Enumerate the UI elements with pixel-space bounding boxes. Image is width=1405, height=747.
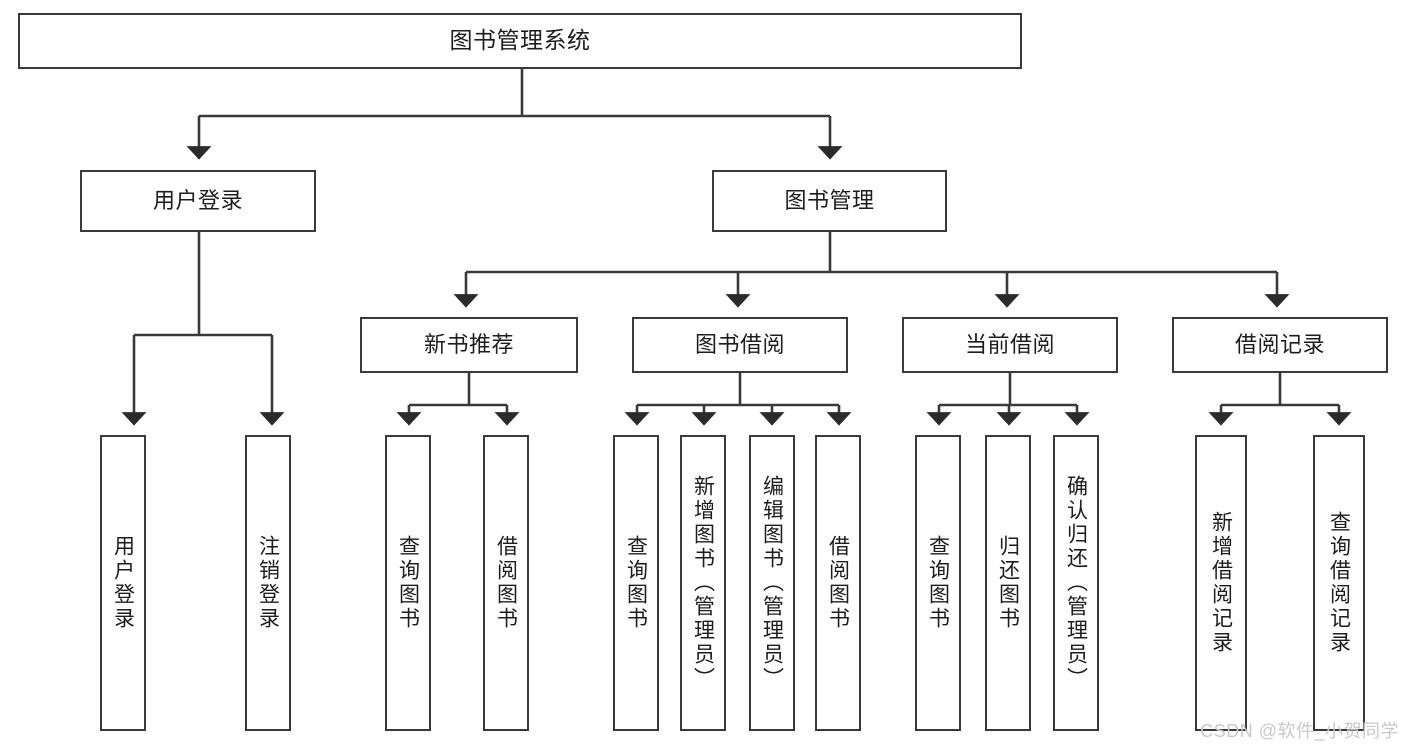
node-user-logout[interactable]: 注销登录	[245, 435, 291, 731]
node-label: 借阅记录	[1234, 332, 1325, 358]
node-label: 编辑图书（管理员）	[760, 475, 784, 691]
node-new-book-rec[interactable]: 新书推荐	[360, 317, 578, 373]
node-label: 借阅图书	[826, 535, 850, 631]
node-label: 借阅图书	[494, 535, 518, 631]
node-borrow-record[interactable]: 借阅记录	[1172, 317, 1388, 373]
node-label: 图书管理	[784, 188, 875, 214]
node-book-manage[interactable]: 图书管理	[712, 170, 947, 232]
node-root[interactable]: 图书管理系统	[18, 13, 1022, 69]
node-label: 确认归还（管理员）	[1064, 475, 1088, 691]
node-label: 图书管理系统	[449, 27, 591, 54]
node-label: 用户登录	[152, 188, 243, 214]
node-br-add-record[interactable]: 新增借阅记录	[1195, 435, 1247, 731]
node-label: 查询图书	[396, 535, 420, 631]
node-rec-borrow-book[interactable]: 借阅图书	[483, 435, 529, 731]
node-bb-borrow-book[interactable]: 借阅图书	[815, 435, 861, 731]
node-current-borrow[interactable]: 当前借阅	[902, 317, 1118, 373]
node-label: 新增借阅记录	[1209, 511, 1233, 655]
node-label: 当前借阅	[964, 332, 1055, 358]
node-label: 查询借阅记录	[1327, 511, 1351, 655]
node-bb-add-book[interactable]: 新增图书（管理员）	[680, 435, 726, 731]
node-label: 图书借阅	[694, 332, 785, 358]
node-br-query-record[interactable]: 查询借阅记录	[1313, 435, 1365, 731]
node-label: 新书推荐	[423, 332, 514, 358]
node-bb-edit-book[interactable]: 编辑图书（管理员）	[749, 435, 795, 731]
node-cb-return-book[interactable]: 归还图书	[985, 435, 1031, 731]
node-cb-query-book[interactable]: 查询图书	[915, 435, 961, 731]
node-label: 归还图书	[996, 535, 1020, 631]
node-cb-confirm-return[interactable]: 确认归还（管理员）	[1053, 435, 1099, 731]
node-label: 查询图书	[926, 535, 950, 631]
node-label: 查询图书	[624, 535, 648, 631]
node-user-login-do[interactable]: 用户登录	[100, 435, 146, 731]
node-label: 新增图书（管理员）	[691, 475, 715, 691]
node-user-login[interactable]: 用户登录	[80, 170, 316, 232]
node-bb-query-book[interactable]: 查询图书	[613, 435, 659, 731]
watermark: CSDN @软件_小贺同学	[1200, 721, 1399, 741]
node-label: 用户登录	[111, 535, 135, 631]
node-rec-query-book[interactable]: 查询图书	[385, 435, 431, 731]
node-label: 注销登录	[256, 535, 280, 631]
node-book-borrow[interactable]: 图书借阅	[632, 317, 848, 373]
